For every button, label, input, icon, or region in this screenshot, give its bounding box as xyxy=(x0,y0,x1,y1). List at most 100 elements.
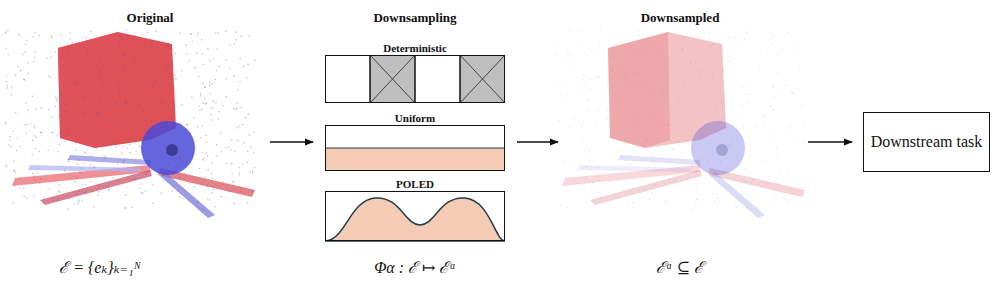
point xyxy=(253,152,255,154)
point xyxy=(49,77,51,79)
point xyxy=(695,201,697,203)
point xyxy=(647,37,649,39)
blade-shape xyxy=(160,172,215,218)
point xyxy=(204,86,206,88)
flow-arrow xyxy=(808,141,852,142)
box-heading: POLED xyxy=(326,178,504,190)
cross-line xyxy=(370,55,415,103)
point xyxy=(577,44,579,46)
point xyxy=(700,77,702,79)
point xyxy=(31,154,33,156)
point xyxy=(168,163,170,165)
point xyxy=(202,125,204,127)
point xyxy=(243,142,245,144)
point xyxy=(773,85,775,87)
point xyxy=(152,46,154,48)
point xyxy=(59,191,61,193)
point xyxy=(48,109,50,111)
point xyxy=(82,184,84,186)
point xyxy=(235,31,237,33)
point xyxy=(9,136,11,138)
point xyxy=(221,151,223,153)
point xyxy=(115,103,117,105)
point xyxy=(104,128,106,130)
point xyxy=(247,202,249,204)
point xyxy=(98,107,100,109)
point xyxy=(216,144,218,146)
point xyxy=(566,94,568,96)
point xyxy=(64,87,66,89)
point xyxy=(84,97,86,99)
point xyxy=(38,172,40,174)
point xyxy=(653,95,655,97)
point xyxy=(763,114,765,116)
point xyxy=(190,34,192,36)
point xyxy=(217,32,219,34)
point xyxy=(109,121,111,123)
point xyxy=(87,54,89,56)
point xyxy=(216,155,218,157)
point xyxy=(214,206,216,208)
point xyxy=(177,184,179,186)
point xyxy=(742,87,744,89)
point xyxy=(150,169,152,171)
point xyxy=(190,33,192,35)
point xyxy=(4,31,6,33)
point xyxy=(55,97,57,99)
point xyxy=(99,69,101,71)
point xyxy=(238,167,240,169)
point xyxy=(56,135,58,137)
point xyxy=(146,174,148,176)
point xyxy=(556,44,558,46)
point xyxy=(67,208,69,210)
point xyxy=(186,124,188,126)
math-expression: ℰᵅ ⊆ ℰ xyxy=(656,256,704,278)
point xyxy=(701,31,703,33)
point xyxy=(770,105,772,107)
point xyxy=(743,193,745,195)
point xyxy=(56,100,58,102)
point xyxy=(188,182,190,184)
point xyxy=(695,61,697,63)
point xyxy=(222,105,224,107)
point xyxy=(743,126,745,128)
point xyxy=(691,130,693,132)
point xyxy=(83,137,85,139)
point xyxy=(776,145,778,147)
point xyxy=(159,126,161,128)
point xyxy=(243,65,245,67)
point xyxy=(20,70,22,72)
point xyxy=(781,88,783,90)
point xyxy=(247,113,249,115)
point xyxy=(162,108,164,110)
point xyxy=(48,75,50,77)
point xyxy=(248,35,250,37)
point xyxy=(186,54,188,56)
point xyxy=(60,94,62,96)
point xyxy=(211,83,213,85)
point xyxy=(676,158,678,160)
point xyxy=(772,86,774,88)
point xyxy=(696,188,698,190)
point xyxy=(17,66,19,68)
point xyxy=(116,82,118,84)
point xyxy=(79,171,81,173)
point xyxy=(755,126,757,128)
point xyxy=(35,148,37,150)
point xyxy=(78,199,80,201)
point xyxy=(633,112,635,114)
point xyxy=(40,178,42,180)
point xyxy=(647,41,649,43)
point xyxy=(241,36,243,38)
point xyxy=(682,49,684,51)
point xyxy=(33,61,35,63)
blade-shape xyxy=(68,155,150,165)
point xyxy=(679,141,681,143)
point xyxy=(23,188,25,190)
downsampled-point-cloud xyxy=(555,29,806,218)
point xyxy=(106,81,108,83)
point xyxy=(253,131,255,133)
point xyxy=(222,181,224,183)
point xyxy=(146,159,148,161)
point xyxy=(581,126,583,128)
